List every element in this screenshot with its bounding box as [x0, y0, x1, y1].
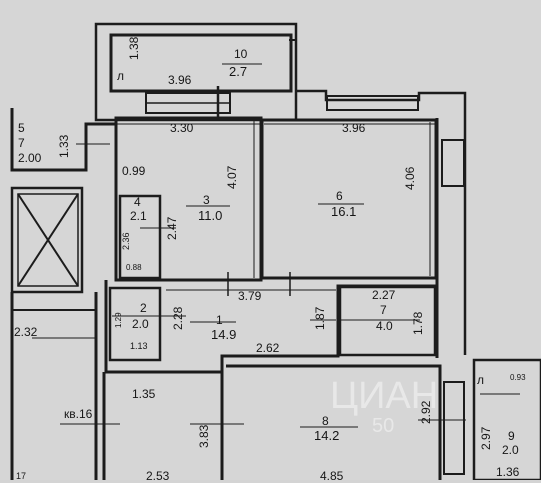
room-8-number: 8 — [322, 414, 329, 428]
room-7-dim-side: 1.78 — [411, 311, 425, 335]
stair-wall — [10, 108, 116, 172]
room-1-walls — [104, 280, 437, 374]
room-6-dim-top: 3.96 — [342, 121, 366, 135]
room-4-area: 2.1 — [130, 209, 147, 223]
balcony-10-height: 1.38 — [127, 36, 141, 60]
neighbour-dim: 2.32 — [14, 325, 38, 339]
room-9-number: 9 — [508, 429, 515, 443]
room-1-area: 14.9 — [211, 327, 237, 342]
balcony-10-width: 3.96 — [168, 73, 192, 87]
room-4-walls — [118, 194, 162, 280]
balcony-10-area: 2.7 — [229, 64, 248, 79]
room-3-number: 3 — [203, 193, 210, 207]
room-2-dim-bottom: 1.13 — [130, 341, 148, 351]
neighbour-sub-number: 7 — [18, 136, 25, 150]
corridor-dim-top: 1.35 — [132, 387, 156, 401]
room-8-dim-right: 2.92 — [419, 400, 433, 424]
room-2-walls — [108, 286, 162, 362]
elevator-cross-2 — [17, 193, 79, 287]
room-2-area: 2.0 — [132, 317, 149, 331]
room-8-area: 14.2 — [314, 428, 340, 443]
room-9-side-mark: л — [477, 373, 485, 387]
room-3-dim-side: 4.07 — [225, 165, 239, 189]
room-3-dim-inner: 2.47 — [165, 216, 179, 240]
elevator-inner — [17, 193, 79, 287]
balcony-10-side-mark: л — [117, 69, 125, 83]
room-1-dim-width: 2.62 — [256, 341, 280, 355]
watermark: ЦИАН — [330, 375, 438, 417]
room-9-dim-top: 0.93 — [510, 373, 526, 382]
room-4-number: 4 — [134, 195, 141, 209]
room-7-dim-top: 2.27 — [372, 288, 396, 302]
room-1-number: 1 — [216, 313, 223, 327]
elevator-shaft — [10, 186, 84, 294]
room-6-area: 16.1 — [331, 204, 357, 219]
window-room-6 — [326, 95, 419, 111]
room-7-area: 4.0 — [376, 319, 393, 333]
balcony-10-outline — [94, 22, 298, 122]
room-9-dim-side: 2.97 — [479, 426, 493, 450]
room-7-walls — [338, 285, 437, 357]
balcony-10-number: 10 — [234, 47, 248, 61]
window-room-8 — [443, 381, 465, 475]
room-8-dim-bottom: 4.85 — [320, 469, 344, 483]
room-2-number: 2 — [140, 301, 147, 315]
room-8-dim-left: 3.83 — [197, 424, 211, 448]
neighbour-dim-a: 2.00 — [18, 151, 42, 165]
room-9-dim-bottom: 1.36 — [496, 465, 520, 479]
room-2-dim-side: 1.29 — [114, 312, 123, 328]
watermark-id: 50 — [372, 415, 394, 437]
room-1-dim-right: 1.87 — [313, 306, 327, 330]
room-4-dim-side: 2.36 — [121, 232, 131, 250]
room-4-dim-bottom: 0.88 — [126, 263, 142, 272]
room-1-dim-top: 3.79 — [238, 289, 262, 303]
room-9-walls — [472, 358, 541, 480]
neighbour-dim-b: 1.33 — [57, 134, 71, 158]
room-3-area: 11.0 — [198, 208, 223, 223]
room-9-area: 2.0 — [502, 443, 519, 457]
room-3-dim-top: 3.30 — [170, 121, 194, 135]
neighbour-corner: 17 — [16, 471, 27, 481]
room-6-number: 6 — [336, 189, 343, 203]
neighbour-room-number: 5 — [18, 121, 25, 135]
window-room-6-side — [441, 139, 465, 187]
room-1-dim-side: 2.28 — [171, 306, 185, 330]
room-3-dim-left: 0.99 — [122, 164, 146, 178]
corridor-dim-bottom: 2.53 — [146, 469, 170, 483]
neighbour-flat-label: кв.16 — [64, 407, 93, 421]
balcony-10-inner — [109, 33, 293, 93]
room-6-dim-side: 4.06 — [403, 166, 417, 190]
neighbour-wall — [10, 292, 98, 480]
room-7-number: 7 — [380, 303, 387, 317]
room-8-walls — [220, 364, 442, 480]
